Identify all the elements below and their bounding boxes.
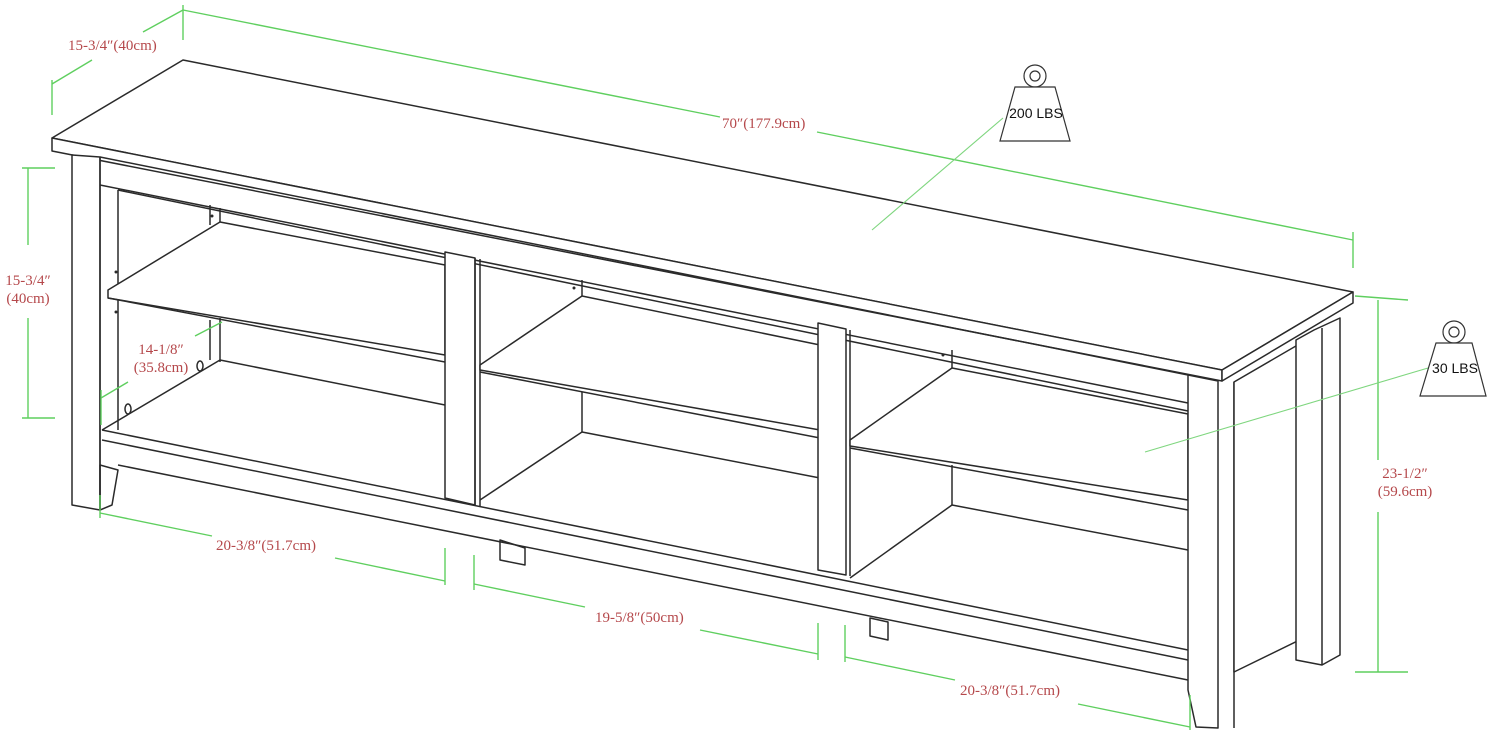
weight-30-lbs: 30 LBS <box>1416 318 1498 398</box>
right-divider <box>817 322 851 576</box>
left-cubby-width-label: 20-3/8″(51.7cm) <box>216 538 316 554</box>
top-weight-capacity: 200 LBS <box>1009 105 1063 121</box>
middle-cubby <box>479 280 821 566</box>
overall-height-cm: (59.6cm) <box>1377 484 1433 500</box>
left-cubby <box>101 205 1189 681</box>
overall-height-label: 23-1/2″ (59.6cm) <box>1372 465 1438 501</box>
shelf-depth-cm: (35.8cm) <box>133 360 189 376</box>
top-slab <box>51 59 1354 382</box>
shelf-depth-label: 14-1/8″ (35.8cm) <box>128 341 194 377</box>
overall-height-inches: 23-1/2″ <box>1382 466 1428 482</box>
front-apron <box>99 156 1189 412</box>
right-leg <box>1187 317 1341 729</box>
shelf-depth-inches: 14-1/8″ <box>138 342 184 358</box>
weight-200-lbs: 200 LBS <box>995 63 1075 143</box>
right-cubby <box>849 350 1189 641</box>
depth-top-label: 15-3/4″(40cm) <box>68 38 157 54</box>
right-cubby-width-label: 20-3/8″(51.7cm) <box>960 683 1060 699</box>
left-divider <box>444 251 481 506</box>
weight-icon <box>999 64 1071 142</box>
dimension-lines <box>22 5 1429 730</box>
shelf-weight-capacity: 30 LBS <box>1432 360 1478 376</box>
overall-width-label: 70″(177.9cm) <box>722 116 806 132</box>
shelf-height-cm: (40cm) <box>6 291 50 307</box>
weight-icon <box>1419 320 1487 397</box>
shelf-height-label: 15-3/4″ (40cm) <box>0 272 56 308</box>
shelf-height-inches: 15-3/4″ <box>5 273 51 289</box>
left-leg <box>71 154 119 511</box>
middle-cubby-width-label: 19-5/8″(50cm) <box>595 610 684 626</box>
